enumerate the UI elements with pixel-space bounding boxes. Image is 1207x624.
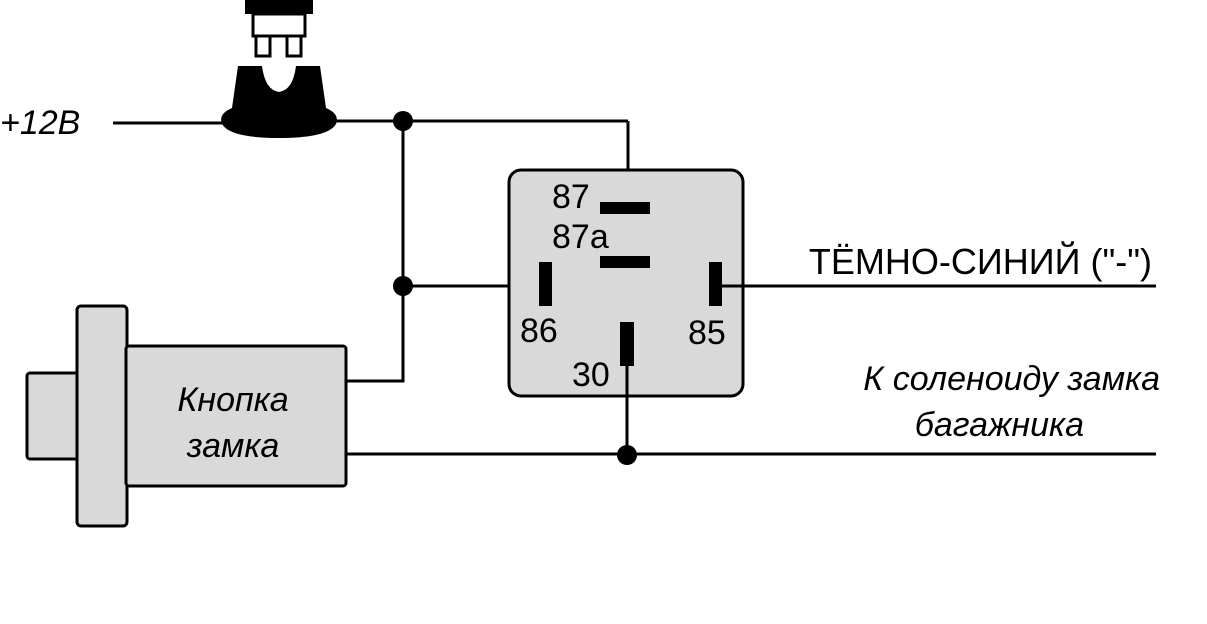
destination-label-line2: багажника — [915, 406, 1084, 444]
junction-node-top — [393, 111, 413, 131]
button-body — [124, 344, 348, 488]
pin-label-85: 85 — [688, 314, 726, 352]
button-plunger — [25, 371, 83, 461]
pin-label-87a: 87a — [552, 218, 609, 256]
button-label-line1: Кнопка — [177, 381, 288, 419]
relay-pin-30 — [620, 322, 634, 366]
relay-pin-85 — [709, 262, 722, 306]
button-feed-wire — [346, 121, 405, 383]
pin-label-86: 86 — [520, 312, 558, 350]
pin-label-87: 87 — [552, 178, 590, 216]
supply-label: +12В — [0, 104, 80, 142]
pin-label-30: 30 — [572, 356, 610, 394]
fuse-icon — [221, 0, 337, 138]
button-flange — [75, 304, 129, 528]
button-label-line2: замка — [186, 427, 280, 465]
junction-node-bottom — [617, 445, 637, 465]
relay-pin-87 — [600, 202, 650, 214]
destination-label-line1: К соленоиду замка — [863, 360, 1160, 398]
junction-node-middle — [393, 276, 413, 296]
lock-button: Кнопка замка — [25, 304, 348, 528]
relay-pin-86 — [539, 262, 552, 306]
relay-pin-87a — [600, 256, 650, 268]
wire-color-label: ТЁМНО-СИНИЙ ("-") — [809, 240, 1152, 282]
